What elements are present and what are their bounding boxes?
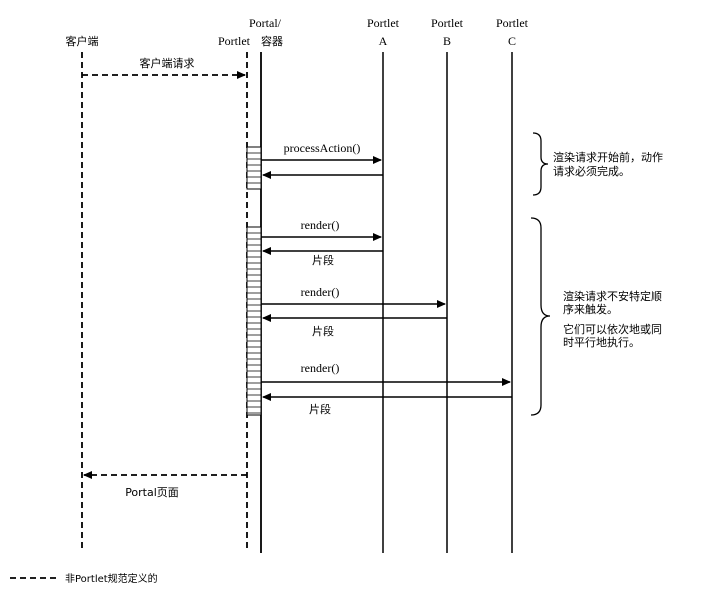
action-note-brace: [532, 132, 549, 196]
activation-box-action: [246, 146, 262, 190]
participant-portlet-b-label-line2: B: [443, 34, 451, 48]
activation-box-render: [246, 226, 262, 416]
participant-portal-label-line3: 容器: [261, 34, 283, 48]
render-note-brace: [530, 217, 551, 416]
participant-portlet-b-label-line1: Portlet: [431, 16, 464, 30]
participant-portal-label-line1: Portal/: [249, 16, 282, 30]
render-a-label: render(): [301, 218, 340, 232]
render-note-line3: 它们可以依次地或同: [563, 322, 662, 336]
render-b-label: render(): [301, 285, 340, 299]
render-note-line4: 时平行地执行。: [563, 335, 640, 349]
action-note-line2: 请求必须完成。: [553, 164, 630, 178]
participant-portlet-a-label-line1: Portlet: [367, 16, 400, 30]
participant-portlet-c-label-line1: Portlet: [496, 16, 529, 30]
participant-portlet-c-label-line2: C: [508, 34, 516, 48]
render-note-line1: 渲染请求不安特定顺: [563, 289, 662, 303]
fragment-c-label: 片段: [309, 402, 331, 416]
fragment-a-label: 片段: [312, 253, 334, 267]
fragment-b-label: 片段: [312, 324, 334, 338]
participant-client-label: 客户端: [66, 34, 99, 48]
render-c-label: render(): [301, 361, 340, 375]
legend-label: 非Portlet规范定义的: [65, 572, 158, 585]
process-action-label: processAction(): [284, 141, 361, 155]
action-note-line1: 渲染请求开始前，动作: [553, 150, 663, 164]
portal-page-label: Portal页面: [125, 486, 179, 499]
render-note-line2: 序来触发。: [563, 302, 618, 316]
participant-portal-label-line2: Portlet: [218, 34, 251, 48]
client-request-label: 客户端请求: [140, 56, 195, 70]
participant-portlet-a-label-line2: A: [379, 34, 388, 48]
